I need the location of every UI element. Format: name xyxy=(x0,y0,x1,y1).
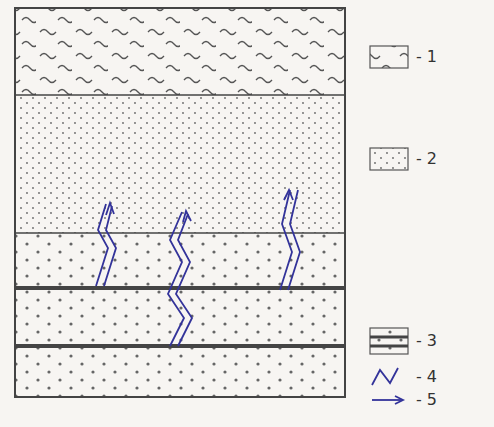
legend-label: - 2 xyxy=(416,151,437,167)
legend-samples xyxy=(370,46,408,404)
legend-label: - 3 xyxy=(416,333,437,349)
fractures xyxy=(96,190,300,346)
legend-label: - 5 xyxy=(416,392,437,408)
legend-label: - 1 xyxy=(416,49,437,65)
legend-label: - 4 xyxy=(416,369,437,385)
layers xyxy=(15,8,345,397)
